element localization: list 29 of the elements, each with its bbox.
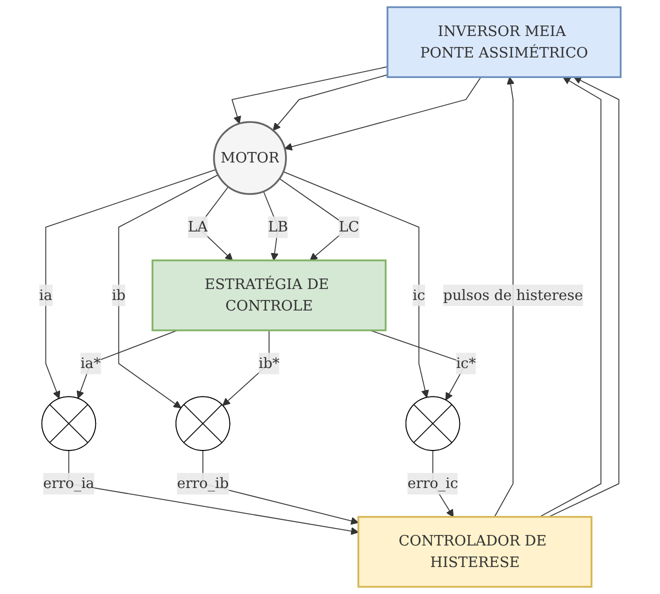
arrow [263,190,279,261]
arrow [282,171,430,398]
node-box: ESTRATÉGIA DE CONTROLE [152,259,387,332]
edge-label: LB [268,218,288,236]
node-circle: MOTOR [213,121,287,195]
edge-label: pulsos de histerese [443,286,584,304]
arrow [76,330,178,399]
edge-label: erro_ic [408,474,458,492]
edge-label: erro_ib [177,474,229,492]
arrow [494,76,515,518]
arrow [539,76,602,518]
arrow [45,169,216,399]
edge-label: ic [412,286,426,304]
edge-label: ib [112,286,126,304]
node-box: CONTROLADOR DE HISTERESE [358,516,592,588]
edge-label: ib* [258,354,280,372]
edge-label: erro_ia [43,474,94,492]
edge-label: LC [338,218,360,236]
arrow [548,76,620,518]
arrow [272,74,388,131]
arrow [284,76,482,151]
edge-label: ia* [80,354,101,372]
node-box: INVERSOR MEIA PONTE ASSIMÉTRICO [386,6,622,78]
arrow [118,174,219,408]
edge-label: ic* [456,354,476,372]
arrow [232,66,388,124]
edge-label: ia [39,286,52,304]
edge-label: LA [188,218,208,236]
arrow [222,330,270,406]
